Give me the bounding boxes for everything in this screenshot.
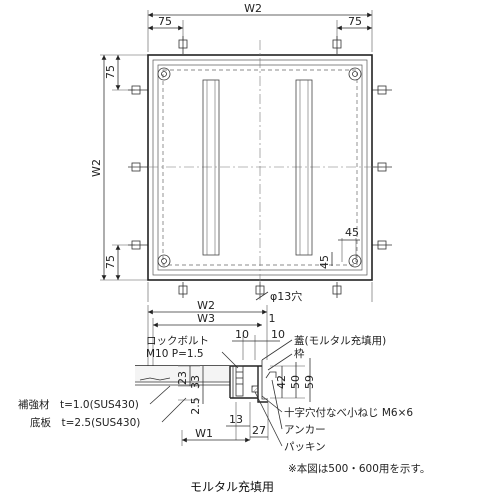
sec-dim-42: 42 — [275, 375, 288, 389]
note-text: ※本図は500・600用を示す。 — [288, 462, 430, 475]
lock-bolt-spec: M10 P=1.5 — [146, 348, 204, 360]
plan-dim-top-right: 75 — [348, 15, 362, 28]
plan-dim-top-total: W2 — [244, 2, 262, 15]
base-plate-label: 底板 t=2.5(SUS430) — [30, 416, 140, 429]
plan-dim-45-b: 45 — [318, 255, 331, 269]
plan-dim-45-a: 45 — [345, 226, 359, 239]
frame-label: 枠 — [294, 347, 305, 360]
sec-dim-w2: W2 — [197, 299, 215, 312]
reinforcement-ribs — [202, 79, 313, 256]
anchor-label: アンカー — [284, 424, 326, 436]
sec-dim-10-a: 10 — [235, 328, 249, 341]
screw-label: 十字穴付なべ小ねじ M6×6 — [284, 406, 413, 419]
lid-label: 蓋(モルタル充填用) — [294, 334, 386, 347]
plan-dim-top-left: 75 — [158, 15, 172, 28]
hole-label: φ13穴 — [270, 289, 302, 303]
sec-dim-23: 23 — [176, 371, 189, 385]
packing-label: パッキン — [284, 441, 326, 453]
sec-dim-2-5: 2.5 — [189, 397, 202, 415]
reinforcement-label: 補強材 t=1.0(SUS430) — [18, 398, 139, 411]
sec-dim-1: 1 — [269, 312, 276, 325]
corner-bolts — [157, 67, 362, 268]
caption: モルタル充填用 — [190, 479, 274, 494]
sec-dim-w1: W1 — [195, 427, 213, 440]
sec-dim-27: 27 — [252, 424, 266, 437]
plan-dim-left-top: 75 — [104, 65, 117, 79]
lock-bolt-label: ロックボルト — [146, 335, 209, 347]
plan-dim-left-total: W2 — [90, 159, 103, 177]
sec-dim-10-b: 10 — [271, 328, 285, 341]
plan-dim-left-bottom: 75 — [104, 255, 117, 269]
sec-dim-50: 50 — [289, 375, 302, 389]
sec-dim-59: 59 — [303, 375, 316, 389]
sec-dim-33: 33 — [189, 375, 202, 389]
sec-dim-13: 13 — [229, 413, 243, 426]
sec-dim-w3: W3 — [197, 312, 215, 325]
plan-view: W2 75 75 W2 75 75 — [90, 2, 392, 303]
section-view: W2 W3 1 10 10 ロックボルト M10 P=1.5 蓋(モルタル充填用… — [18, 299, 430, 494]
